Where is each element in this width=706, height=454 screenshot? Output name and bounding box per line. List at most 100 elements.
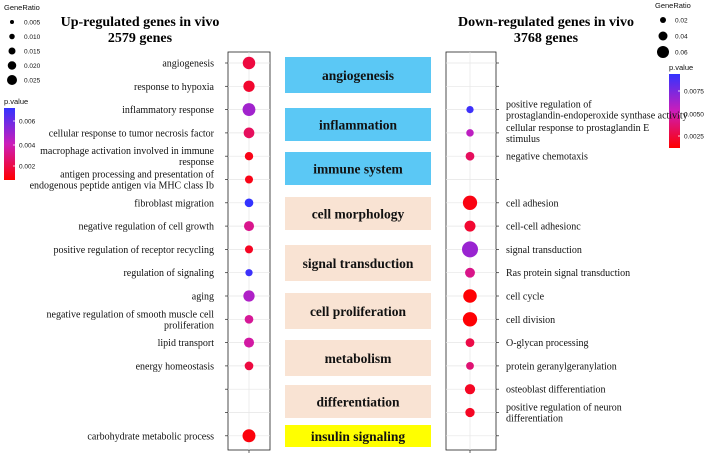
up-term-label: negative regulation of smooth muscle cel…: [47, 309, 215, 331]
up-term-label: cellular response to tumor necrosis fact…: [49, 128, 215, 139]
down-term-label-line: cell-cell adhesionc: [506, 222, 581, 233]
category-label: inflammation: [319, 118, 397, 133]
up-term-label-line: response to hypoxia: [134, 82, 215, 93]
down-term-label: negative chemotaxis: [506, 152, 588, 163]
category-label: metabolism: [325, 351, 392, 366]
category-label: immune system: [313, 162, 403, 177]
up-term-label: negative regulation of cell growth: [78, 222, 214, 233]
up-term-label-line: cellular response to tumor necrosis fact…: [49, 128, 215, 139]
p-value-legend-tick: 0.002: [19, 164, 36, 171]
up-term-dot: [243, 221, 255, 232]
up-term-dot: [244, 198, 254, 208]
down-term-label-line: stimulus: [506, 134, 540, 145]
down-term-dot: [464, 384, 476, 395]
gene-ratio-legend-dot: [7, 61, 17, 70]
down-term-label-line: positive regulation of: [506, 100, 592, 111]
down-term-label: osteoblast differentiation: [506, 385, 606, 396]
gene-ratio-legend-tick: 0.02: [675, 18, 688, 25]
down-panel-title: Down-regulated genes in vivo: [458, 15, 634, 30]
up-term-label-line: negative regulation of smooth muscle cel…: [47, 309, 215, 320]
up-term-label-line: fibroblast migration: [134, 198, 214, 209]
up-term-label: response to hypoxia: [134, 82, 215, 93]
gene-ratio-legend-dot: [10, 20, 14, 24]
down-term-dot: [466, 105, 474, 114]
up-term-label: energy homeostasis: [136, 361, 215, 372]
down-term-label-line: cellular response to prostaglandin E: [506, 123, 649, 134]
up-term-label-line: positive regulation of receptor recyclin…: [54, 245, 215, 256]
gene-ratio-legend-tick: 0.020: [24, 63, 41, 70]
up-term-dot: [244, 361, 254, 371]
down-term-label: protein geranylgeranylation: [506, 361, 617, 372]
down-term-dot: [462, 195, 478, 210]
gene-ratio-legend-dot: [658, 31, 668, 41]
category-box: [285, 385, 431, 418]
category-box: [285, 108, 431, 141]
up-term-label-line: proliferation: [164, 320, 214, 331]
gene-ratio-legend-tick: 0.005: [24, 20, 41, 27]
up-term-label-line: energy homeostasis: [136, 361, 215, 372]
up-term-dot: [244, 245, 254, 254]
down-term-label-line: negative chemotaxis: [506, 152, 588, 163]
down-term-dot: [465, 267, 475, 278]
up-term-label-line: negative regulation of cell growth: [78, 222, 214, 233]
down-term-dot: [465, 151, 475, 161]
category-box: [285, 245, 431, 281]
down-term-label-line: cell adhesion: [506, 198, 558, 209]
up-term-dot: [243, 80, 255, 92]
up-term-label: carbohydrate metabolic process: [87, 431, 214, 442]
category-box: [285, 152, 431, 185]
category-box: [285, 197, 431, 230]
category-label: signal transduction: [303, 256, 414, 271]
down-term-dot: [465, 338, 475, 347]
category-box: [285, 293, 431, 329]
up-term-dot: [242, 103, 256, 117]
up-term-dot: [244, 175, 254, 184]
category-label: cell proliferation: [310, 304, 407, 319]
category-label: angiogenesis: [322, 68, 394, 83]
up-term-label: inflammatory response: [122, 105, 214, 116]
p-value-colorbar: [669, 74, 680, 148]
up-term-label: regulation of signaling: [123, 268, 214, 279]
category-column: angiogenesis inflammation immune system cel…: [285, 57, 431, 447]
down-term-label: Ras protein signal transduction: [506, 268, 630, 279]
up-term-dot: [243, 337, 255, 348]
down-term-label: cell adhesion: [506, 198, 558, 209]
up-term-dot: [242, 56, 256, 70]
down-term-dot: [464, 220, 476, 232]
p-value-legend-tick: 0.006: [19, 119, 36, 126]
category-label: differentiation: [317, 395, 400, 410]
up-term-dot: [245, 269, 253, 277]
up-term-label: fibroblast migration: [134, 198, 214, 209]
gene-ratio-legend-title: GeneRatio: [655, 1, 691, 10]
down-term-label-line: cell division: [506, 315, 555, 326]
down-term-label-line: cell cycle: [506, 292, 545, 303]
gene-ratio-legend-dot: [660, 17, 666, 23]
down-term-label: cell division: [506, 315, 555, 326]
p-value-legend-title: p.value: [669, 63, 693, 72]
down-panel-subtitle: 3768 genes: [514, 31, 579, 46]
down-term-label-line: positive regulation of neuron: [506, 403, 622, 414]
p-value-legend-tick: 0.0025: [684, 134, 704, 141]
gene-ratio-legend-dot: [7, 75, 17, 85]
down-term-label: cell cycle: [506, 292, 545, 303]
p-value-legend-tick: 0.0050: [684, 112, 704, 119]
up-term-dot: [244, 314, 254, 324]
down-term-label-line: differentiation: [506, 414, 563, 425]
up-term-label-line: regulation of signaling: [123, 268, 214, 279]
up-term-label-line: angiogenesis: [162, 59, 214, 70]
category-label: insulin signaling: [311, 429, 405, 444]
category-label: cell morphology: [312, 207, 405, 222]
up-term-label-line: aging: [192, 292, 214, 303]
down-term-label-line: prostaglandin-endoperoxide synthase acti…: [506, 111, 688, 122]
up-term-label: aging: [192, 292, 214, 303]
gene-ratio-legend-dot: [8, 47, 16, 55]
category-box: [285, 57, 431, 93]
up-term-label-line: carbohydrate metabolic process: [87, 431, 214, 442]
down-term-dot: [462, 241, 478, 258]
gene-ratio-legend-dot: [9, 33, 15, 40]
up-term-label-line: macrophage activation involved in immune: [40, 146, 214, 157]
